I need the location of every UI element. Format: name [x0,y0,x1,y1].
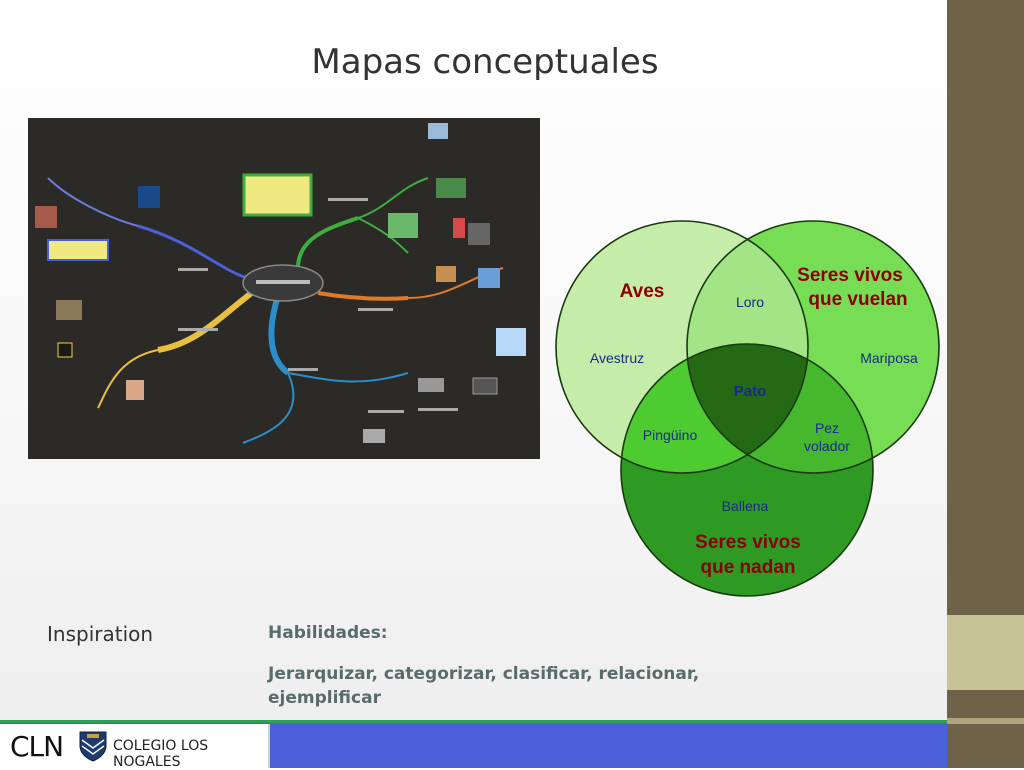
school-name: COLEGIO LOS NOGALES [113,738,209,770]
mindmap-image [28,118,540,459]
venn-item-loro: Loro [736,294,764,310]
venn-label-aves: Aves [620,281,665,302]
slide-title: Mapas conceptuales [311,42,659,82]
footer-divider [0,720,947,723]
venn-item-avestruz: Avestruz [590,350,644,366]
venn-item-mariposa: Mariposa [860,350,918,366]
venn-label-nadan-2: que nadan [700,557,795,578]
venn-item-pato: Pato [734,383,767,400]
venn-label-vuelan-2: que vuelan [808,289,907,310]
venn-item-pez-1: Pez [815,420,839,436]
skills-heading: Habilidades: [268,623,388,643]
school-logo: CLN COLEGIO LOS NOGALES [0,724,270,770]
shield-icon [79,731,107,762]
skills-text: Jerarquizar, categorizar, clasificar, re… [268,664,700,708]
right-accent-block [947,615,1024,690]
venn-diagram: Aves Seres vivos que vuelan Seres vivos … [555,220,940,597]
venn-item-ballena: Ballena [722,498,769,514]
venn-item-pez-2: volador [804,438,850,454]
venn-label-vuelan-1: Seres vivos [797,265,903,286]
logo-text: CLN [10,730,64,763]
mindmap-caption: Inspiration [47,622,154,646]
right-band [947,718,1024,724]
venn-label-nadan-1: Seres vivos [695,532,801,553]
venn-item-pinguino: Pingüino [643,427,698,443]
